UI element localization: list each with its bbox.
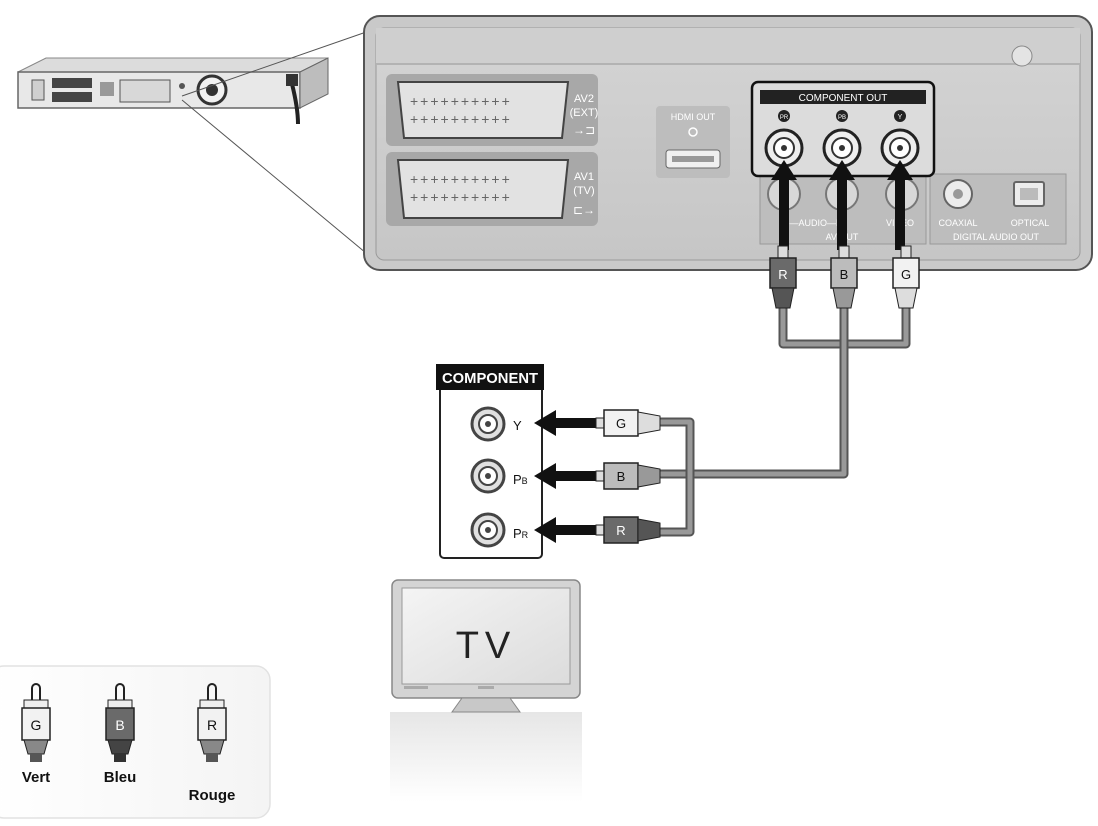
- coaxial-label: COAXIAL: [938, 218, 977, 228]
- svg-text:++++++++++: ++++++++++: [410, 93, 512, 109]
- tv-pr-label: P: [513, 526, 522, 541]
- optical-label: OPTICAL: [1011, 218, 1050, 228]
- legend-vert-name: Vert: [22, 769, 50, 786]
- screw-icon: [1011, 45, 1033, 67]
- tv-set: TV: [390, 579, 582, 802]
- tv-jack-pr: [470, 512, 506, 548]
- scart-av1: ++++++++++ ++++++++++ AV1 (TV) ⊏→: [386, 152, 598, 226]
- component-jack-pb: [822, 128, 862, 168]
- cable-bundle: [660, 306, 911, 537]
- svg-text:++++++++++: ++++++++++: [410, 111, 512, 127]
- legend-plug-vert-body: [21, 707, 51, 741]
- connection-arrows-tv: [534, 410, 598, 543]
- av2-label: AV2: [574, 93, 594, 105]
- legend-plug-bleu-body: [105, 707, 135, 741]
- device-thumbnail: [17, 57, 329, 125]
- audio-label: R—AUDIO—L: [783, 218, 841, 228]
- plug-g-top-label: G: [901, 267, 911, 282]
- av2-sub-label: (EXT): [570, 107, 599, 119]
- plug-g-side: G: [595, 409, 661, 437]
- zoom-line-top: [181, 29, 373, 97]
- legend-plug-vert: G Vert: [21, 683, 51, 786]
- legend-bleu-letter: B: [115, 717, 124, 733]
- jack-pb-label: PB: [838, 115, 846, 121]
- plug-r-top-label: R: [778, 267, 787, 282]
- tv-component-panel: COMPONENT Y PB PR: [436, 364, 544, 559]
- arrow-out-icon: ⊏→: [573, 203, 595, 217]
- component-out-label: COMPONENT OUT: [799, 93, 888, 104]
- plug-b-top-label: B: [840, 267, 849, 282]
- component-label: COMPONENT: [442, 370, 538, 387]
- plug-b-side-label: B: [617, 469, 626, 484]
- component-out-box: COMPONENT OUT PR PB Y: [750, 80, 936, 178]
- plug-r-side-label: R: [616, 523, 625, 538]
- av1-sub-label: (TV): [573, 185, 594, 197]
- svg-text:PR: PR: [513, 526, 529, 541]
- tv-label: TV: [456, 625, 517, 667]
- hdmi-out-port: HDMI OUT: [656, 106, 730, 178]
- rear-panel: ++++++++++ ++++++++++ AV2 (EXT) →⊐ +++++…: [363, 15, 1093, 271]
- tv-jack-pb: [470, 458, 506, 494]
- arrow-in-icon: →⊐: [573, 123, 595, 137]
- av-out-section: R—AUDIO—L VIDEO AV OUT COAXIAL OPTICAL D…: [759, 173, 1067, 245]
- tv-pb-label: P: [513, 472, 522, 487]
- component-jack-pr: [764, 128, 804, 168]
- legend-vert-letter: G: [31, 717, 42, 733]
- plug-b-top: B: [830, 245, 858, 309]
- svg-text:++++++++++: ++++++++++: [410, 189, 512, 205]
- plug-g-side-label: G: [616, 416, 626, 431]
- legend-plug-bleu: B Bleu: [104, 683, 137, 786]
- legend-rouge-name: Rouge: [189, 787, 236, 804]
- zoom-line-bottom: [181, 99, 373, 259]
- plug-r-side: R: [595, 516, 661, 544]
- legend-plug-rouge: R Rouge: [189, 683, 236, 804]
- cable-color-legend: G Vert B Bleu R Rouge: [0, 665, 271, 819]
- plug-r-top: R: [769, 245, 797, 309]
- connection-arrows-top: [771, 160, 913, 250]
- plug-g-top: G: [892, 245, 920, 309]
- legend-rouge-letter: R: [207, 717, 217, 733]
- scart-av2: ++++++++++ ++++++++++ AV2 (EXT) →⊐: [386, 74, 598, 146]
- av1-label: AV1: [574, 171, 594, 183]
- component-jack-y: [880, 128, 920, 168]
- svg-text:PB: PB: [513, 472, 528, 487]
- hdmi-label: HDMI OUT: [671, 112, 716, 122]
- tv-y-label: Y: [513, 418, 522, 433]
- digital-audio-out-label: DIGITAL AUDIO OUT: [953, 232, 1040, 242]
- tv-jack-y: [470, 406, 506, 442]
- jack-y-label: Y: [898, 114, 903, 121]
- plug-b-side: B: [595, 462, 661, 490]
- jack-pr-label: PR: [780, 115, 789, 121]
- tv-pb-sub: B: [522, 476, 528, 486]
- svg-text:++++++++++: ++++++++++: [410, 171, 512, 187]
- tv-pr-sub: R: [522, 530, 529, 540]
- legend-bleu-name: Bleu: [104, 769, 137, 786]
